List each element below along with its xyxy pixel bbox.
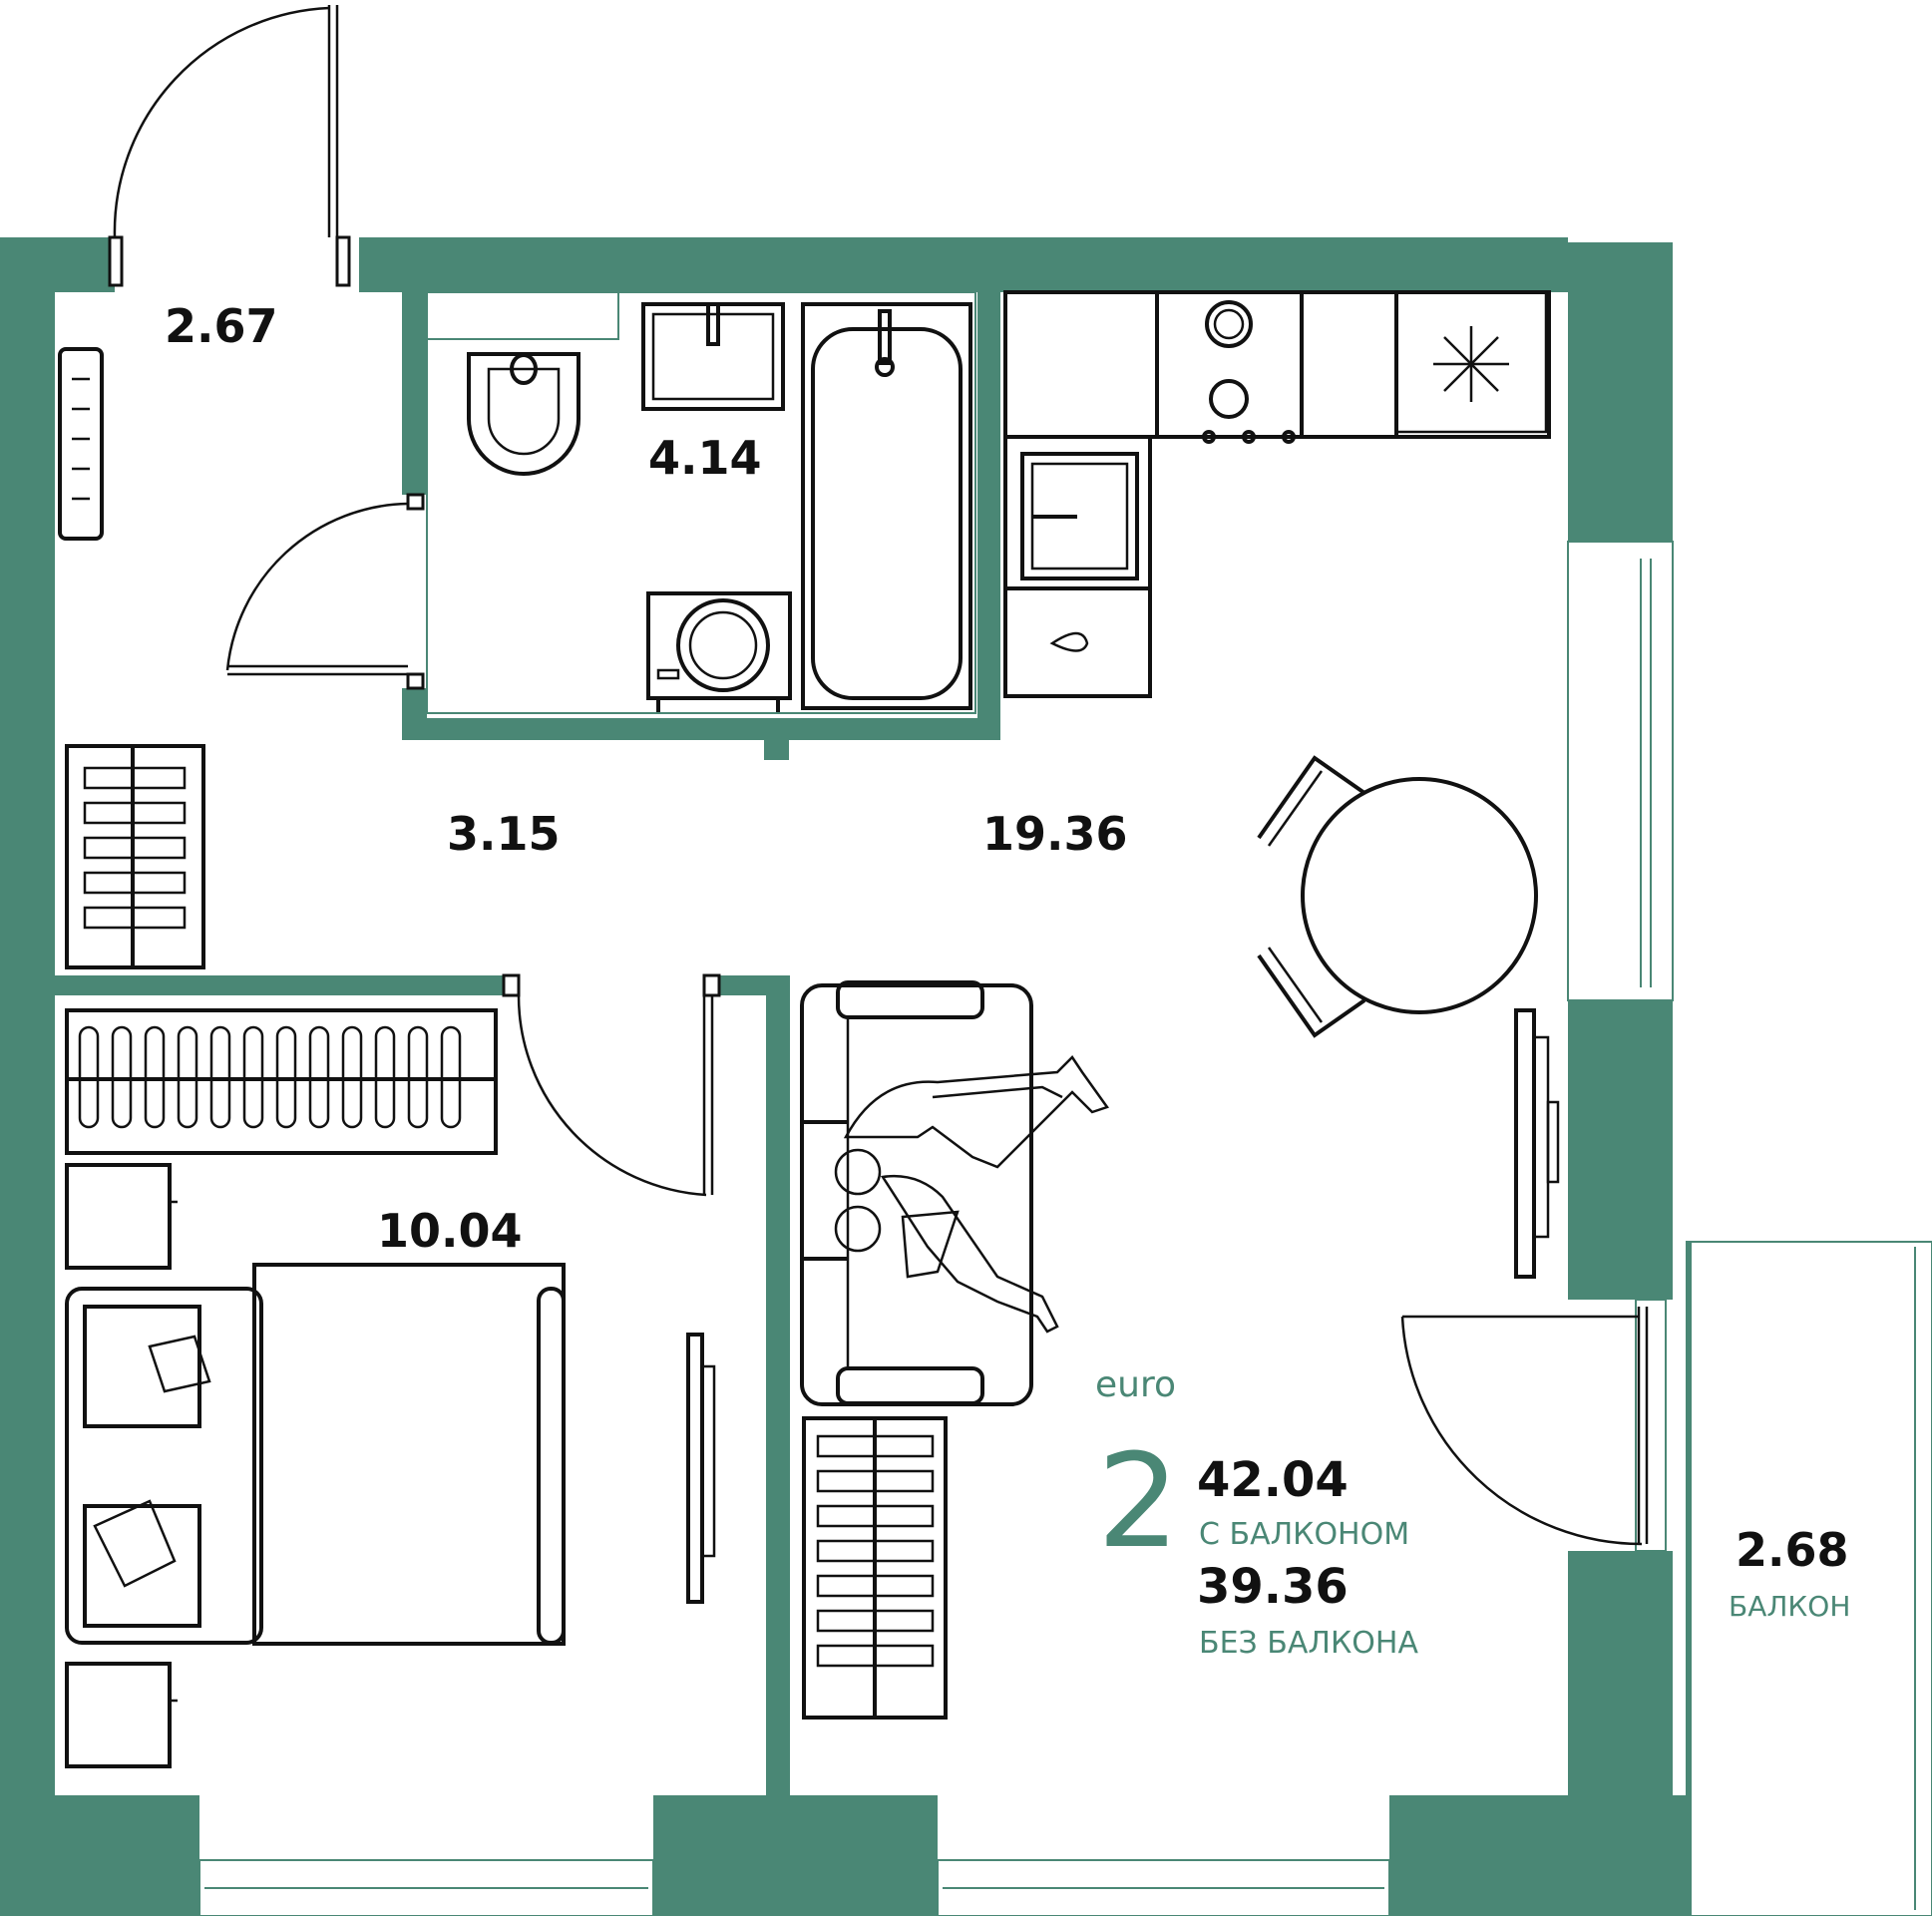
- wardrobe-icon: [65, 744, 205, 969]
- balcony-label: БАЛКОН: [1729, 1590, 1850, 1623]
- sofa-icon: [800, 980, 1033, 1406]
- sink-icon: [641, 302, 785, 411]
- bed-icon: [65, 1263, 566, 1646]
- toilet-icon: [467, 352, 580, 476]
- entrance-door: [108, 5, 351, 287]
- nightstand-bottom: [65, 1662, 178, 1768]
- balcony: [1686, 1241, 1932, 1916]
- bathroom-door: [225, 493, 425, 690]
- bathroom-fixtures: [426, 291, 976, 714]
- walls: [0, 237, 1686, 1916]
- bedroom-tv: [686, 1333, 716, 1604]
- washing-machine-icon: [646, 591, 792, 712]
- bedroom-wardrobe: [65, 1008, 498, 1155]
- people-illustration: [834, 1055, 1110, 1334]
- bedroom-area: 10.04: [377, 1204, 523, 1258]
- hall-area: 3.15: [447, 807, 561, 861]
- with-balcony-label: С БАЛКОНОМ: [1199, 1517, 1409, 1552]
- area-labels: 2.67 4.14 3.15 19.36 10.04 2.68 БАЛКОН: [165, 299, 1850, 1623]
- rooms-count: 2: [1097, 1425, 1180, 1577]
- bathroom-area: 4.14: [648, 431, 762, 485]
- radiator-icon: [58, 347, 104, 541]
- without-balcony-label: БЕЗ БАЛКОНА: [1199, 1626, 1418, 1661]
- kitchen-sink-icon: [1020, 452, 1139, 580]
- type-label: euro: [1095, 1364, 1176, 1405]
- total-with-balcony: 42.04: [1197, 1452, 1349, 1508]
- total-without-balcony: 39.36: [1197, 1559, 1349, 1615]
- windows: [198, 541, 1674, 1916]
- balcony-door: [1400, 1307, 1649, 1546]
- living-kitchen-area: 19.36: [982, 807, 1128, 861]
- snowflake-icon: [1433, 326, 1509, 402]
- bathtub-icon: [801, 302, 972, 710]
- apartment-summary: euro 2 42.04 С БАЛКОНОМ 39.36 БЕЗ БАЛКОН…: [1095, 1364, 1418, 1661]
- nightstand-top: [65, 1163, 178, 1270]
- bedroom-door: [502, 973, 721, 1197]
- balcony-area: 2.68: [1736, 1523, 1849, 1577]
- tv-icon: [1514, 1008, 1560, 1279]
- kitchen: [1003, 290, 1551, 698]
- entrance-area: 2.67: [165, 299, 278, 353]
- table-icon: [1257, 755, 1538, 1038]
- living-wardrobe: [802, 1416, 948, 1720]
- stove-icon: [1202, 300, 1296, 444]
